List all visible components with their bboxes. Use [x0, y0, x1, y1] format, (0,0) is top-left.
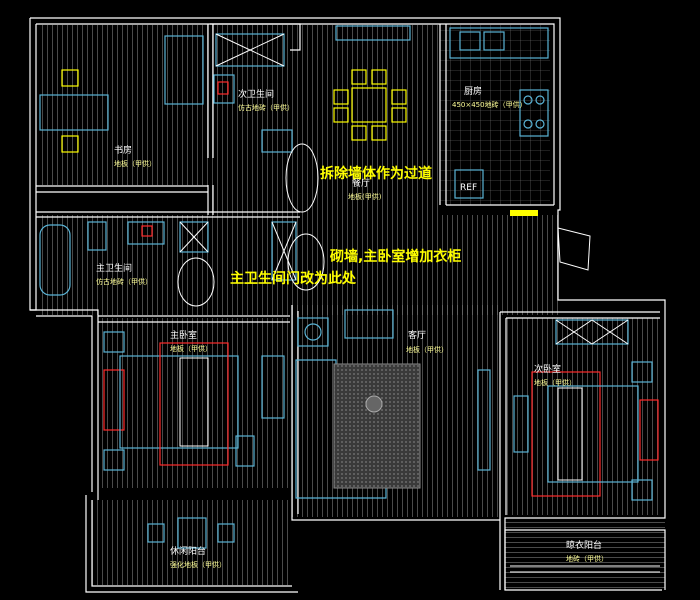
laundry-balcony-floor: 地砖（甲供） — [566, 554, 608, 563]
master-bed-frame — [159, 342, 229, 466]
shower-master — [179, 221, 209, 253]
stove — [519, 89, 549, 137]
nightstand — [103, 331, 125, 353]
second-bath-floor: 仿古地砖（甲供） — [238, 103, 294, 112]
master-bed-name: 主卧室 — [170, 329, 197, 341]
leisure-balcony-name: 休闲阳台 — [170, 545, 206, 557]
master-bath-floor: 仿古地砖（甲供） — [96, 277, 152, 286]
note-wardrobe: 砌墙,主卧室增加衣柜 — [329, 248, 461, 265]
dining-name: 餐厅 — [352, 177, 370, 189]
study-chair — [61, 69, 79, 87]
room-labels: 书房 地板（甲供） 次卫生间 仿古地砖（甲供） 餐厅 地板(甲供) 厨房 450… — [96, 85, 608, 569]
master-bed — [119, 355, 239, 449]
master-bath-fixtures — [39, 221, 209, 296]
note-remove-wall: 拆除墙体作为过道 — [320, 165, 432, 182]
dining-table — [351, 87, 387, 123]
master-bath-name: 主卫生间 — [96, 262, 132, 274]
second-bath-name: 次卫生间 — [238, 88, 274, 100]
tv-unit — [477, 369, 491, 471]
leisure-balcony-furniture — [147, 517, 235, 549]
laundry-balcony-name: 晾衣阳台 — [566, 539, 602, 551]
sideboard — [335, 25, 411, 41]
living-floor: 地板（甲供） — [406, 345, 448, 354]
console-table — [344, 309, 394, 339]
second-bed — [547, 385, 639, 483]
shower — [215, 33, 285, 67]
kitchen-counter-top — [449, 27, 549, 59]
toilet — [213, 74, 235, 104]
living-rug — [333, 363, 421, 489]
living-furniture — [295, 309, 491, 499]
study-chair-2 — [61, 135, 79, 153]
study-cabinet — [164, 35, 204, 105]
bathtub — [39, 224, 71, 296]
basin — [261, 129, 293, 153]
master-tv-cabinet — [261, 355, 285, 419]
kitchen-window — [510, 210, 538, 216]
master-bed-furniture — [103, 331, 285, 471]
toilet-master — [87, 221, 107, 251]
renovation-notes: 拆除墙体作为过道 砌墙,主卧室增加衣柜 主卫生间门改为此处 — [230, 165, 461, 287]
second-bed-frame — [531, 371, 601, 497]
study-furniture — [39, 35, 204, 153]
sink — [459, 31, 481, 51]
dining-furniture — [333, 25, 411, 141]
leisure-balcony-floor: 强化地板（甲供） — [170, 560, 226, 569]
dining-floor: 地板(甲供) — [348, 192, 382, 201]
master-bed-floor: 地板（甲供） — [170, 344, 212, 353]
coffee-table — [365, 395, 383, 413]
note-door-move: 主卫生间门改为此处 — [230, 270, 357, 287]
kitchen-floor: 450×450地砖（甲供） — [452, 100, 527, 109]
study-desk — [39, 94, 109, 131]
fridge-label: REF — [460, 183, 477, 193]
fridge — [454, 169, 484, 199]
balcony-door — [557, 227, 591, 271]
second-bed-name: 次卧室 — [534, 363, 561, 375]
armchair — [297, 317, 329, 347]
laundry-balcony-rails — [510, 565, 660, 573]
kitchen-fixtures: REF — [449, 27, 549, 216]
kitchen-name: 厨房 — [464, 85, 482, 97]
remove-wall-marker — [285, 143, 319, 213]
second-bath-fixtures — [213, 33, 293, 153]
second-bed-furniture — [513, 319, 659, 501]
wardrobe-marker — [287, 233, 325, 291]
study-name: 书房 — [114, 144, 132, 156]
living-name: 客厅 — [408, 329, 426, 341]
door-move-marker — [177, 257, 215, 307]
study-floor: 地板（甲供） — [114, 159, 156, 168]
basin-master — [127, 221, 165, 245]
corridor-cabinet — [271, 221, 297, 281]
second-bed-floor: 地板（甲供） — [534, 378, 576, 387]
demolition-markers — [177, 143, 325, 307]
corridor-details — [271, 221, 591, 281]
balcony-table — [177, 517, 207, 549]
master-headboard — [103, 369, 125, 431]
